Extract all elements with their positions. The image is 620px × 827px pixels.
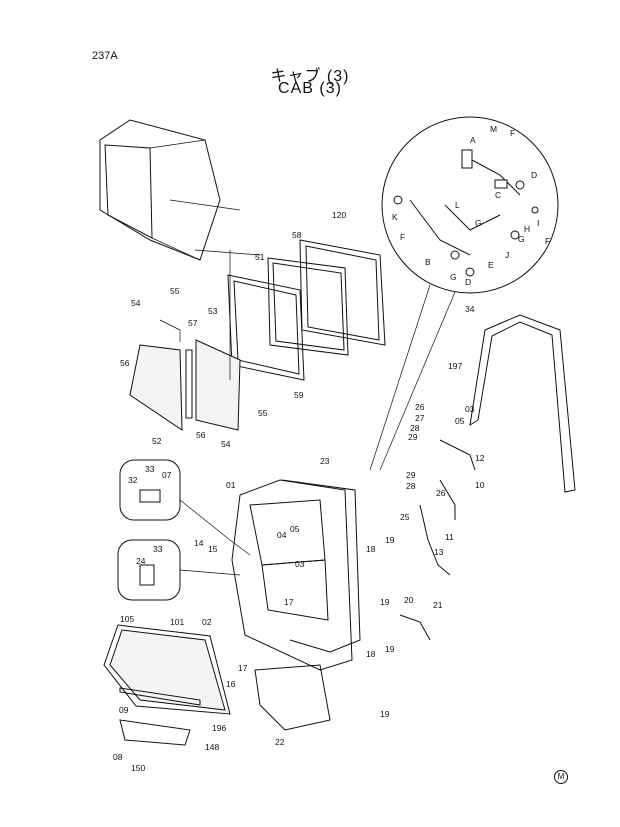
label: 13	[434, 547, 444, 557]
label: L	[455, 200, 460, 210]
label: 28	[410, 423, 420, 433]
label: G	[475, 218, 482, 228]
label: F	[510, 128, 515, 138]
label: 23	[320, 456, 330, 466]
label: 08	[113, 752, 123, 762]
label: 53	[208, 306, 218, 316]
label: K	[392, 212, 398, 222]
label: I	[537, 218, 539, 228]
label: 04	[277, 530, 287, 540]
label: 101	[170, 617, 184, 627]
label: 18	[366, 649, 376, 659]
label: 05	[290, 524, 300, 534]
label: 25	[400, 512, 410, 522]
label: 55	[258, 408, 268, 418]
label: F	[545, 236, 550, 246]
label: 54	[221, 439, 231, 449]
label: 14	[194, 538, 204, 548]
label: 22	[275, 737, 285, 747]
label: 09	[119, 705, 129, 715]
label: G	[450, 272, 457, 282]
label: A	[470, 135, 476, 145]
label: 02	[202, 617, 212, 627]
inset-detail-1	[119, 459, 251, 556]
label: 150	[131, 763, 145, 773]
label: C	[495, 190, 501, 200]
label: B	[425, 257, 431, 267]
label: 17	[238, 663, 248, 673]
label: 12	[475, 453, 485, 463]
label: 19	[380, 597, 390, 607]
door-seal-197	[469, 314, 576, 493]
label: 20	[404, 595, 414, 605]
label: 18	[366, 544, 376, 554]
label: 59	[294, 390, 304, 400]
label: 03	[295, 559, 305, 569]
label: 05	[455, 416, 465, 426]
label: 56	[120, 358, 130, 368]
label: 33	[145, 464, 155, 474]
label: J	[505, 250, 509, 260]
window-glass-stack	[129, 239, 386, 431]
label: 54	[131, 298, 141, 308]
label: 148	[205, 742, 219, 752]
label: 120	[332, 210, 346, 220]
label: 34	[465, 304, 475, 314]
label: 10	[475, 480, 485, 490]
label: D	[465, 277, 471, 287]
label: 24	[136, 556, 146, 566]
label: 58	[292, 230, 302, 240]
label: 16	[226, 679, 236, 689]
label: 15	[208, 544, 218, 554]
label: 57	[188, 318, 198, 328]
label: 26	[415, 402, 425, 412]
label: D	[531, 170, 537, 180]
title-japanese: キャブ (3)	[270, 68, 350, 85]
title-english: CAB (3)	[278, 80, 342, 97]
label: 19	[385, 535, 395, 545]
label: 196	[212, 723, 226, 733]
label: H	[524, 224, 530, 234]
label: 28	[406, 481, 416, 491]
label: 32	[128, 475, 138, 485]
cab-overview	[99, 119, 241, 261]
label: 11	[445, 532, 454, 542]
inset-detail-2	[117, 539, 241, 601]
label: 27	[415, 413, 425, 423]
label: 197	[448, 361, 462, 371]
label: 33	[153, 544, 163, 554]
label: 03	[465, 404, 475, 414]
label: G	[518, 234, 525, 244]
label: 19	[380, 709, 390, 719]
label: E	[488, 260, 494, 270]
label: 01	[226, 480, 236, 490]
label: 29	[406, 470, 416, 480]
label: 105	[120, 614, 134, 624]
label: 26	[436, 488, 446, 498]
label: 56	[196, 430, 206, 440]
detail-circle	[369, 116, 559, 471]
label: 07	[162, 470, 172, 480]
latch-rods	[399, 439, 476, 641]
label: F	[400, 232, 405, 242]
label: M	[490, 124, 497, 134]
label: 51	[255, 252, 265, 262]
label: 55	[170, 286, 180, 296]
label: 29	[408, 432, 418, 442]
page-code: 237A	[92, 50, 118, 62]
label: 21	[433, 600, 443, 610]
m-mark: M	[554, 770, 568, 784]
label: 17	[284, 597, 294, 607]
label: 52	[152, 436, 162, 446]
label: 19	[385, 644, 395, 654]
labels: A M F C D L K G F B G E J G F I H D 34 1…	[113, 124, 550, 773]
door-frame	[231, 479, 361, 731]
lower-window-glass	[103, 624, 231, 746]
